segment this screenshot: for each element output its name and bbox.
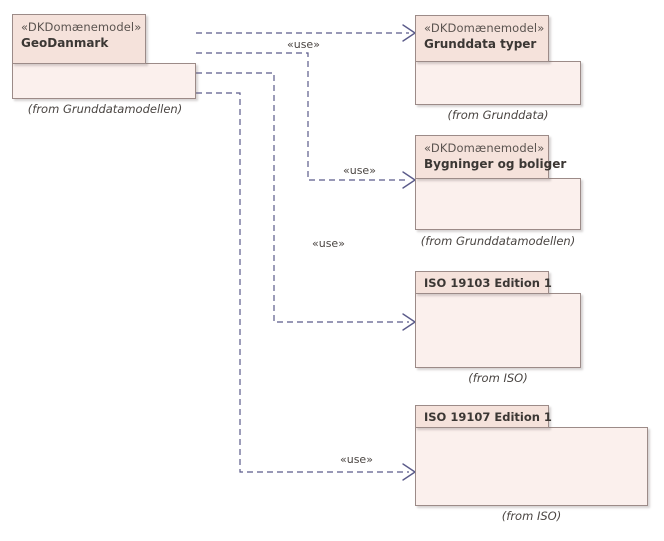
package-caption-geodanmark: (from Grunddatamodellen) — [27, 102, 183, 116]
package-stereotype-grunddata-typer: «DKDomænemodel» — [424, 21, 545, 35]
connector-use-geodanmark-bygninger[interactable] — [196, 52, 409, 181]
package-name-bygninger-og-boliger: Bygninger og boliger — [424, 157, 567, 171]
arrowhead-use-geodanmark-bygninger — [402, 171, 416, 189]
package-body-iso-19103[interactable] — [415, 293, 581, 368]
connector-use-geodanmark-iso19107[interactable] — [196, 92, 409, 473]
package-tab-iso-19103[interactable]: ISO 19103 Edition 1 — [415, 271, 552, 294]
connector-use-geodanmark-iso19103[interactable] — [196, 72, 409, 323]
package-caption-iso-19103: (from ISO) — [468, 371, 528, 385]
package-caption-grunddata-typer: (from Grunddata) — [447, 108, 549, 122]
package-stereotype-bygninger-og-boliger: «DKDomænemodel» — [424, 141, 545, 155]
package-name-iso-19107: ISO 19107 Edition 1 — [424, 410, 552, 424]
package-name-iso-19103: ISO 19103 Edition 1 — [424, 276, 552, 290]
package-body-bygninger-og-boliger[interactable] — [415, 178, 581, 230]
connector-label-use-geodanmark-bygninger: «use» — [343, 164, 376, 177]
connector-label-use-geodanmark-iso19103: «use» — [312, 237, 345, 250]
connector-label-use-geodanmark-grunddata-typer: «use» — [287, 38, 320, 51]
package-tab-iso-19107[interactable]: ISO 19107 Edition 1 — [415, 405, 552, 428]
package-body-grunddata-typer[interactable] — [415, 61, 581, 105]
connector-label-use-geodanmark-iso19107: «use» — [340, 453, 373, 466]
package-name-geodanmark: GeoDanmark — [21, 36, 109, 50]
package-tab-grunddata-typer[interactable]: «DKDomænemodel» Grunddata typer — [415, 15, 549, 62]
package-body-iso-19107[interactable] — [415, 427, 648, 506]
arrowhead-use-geodanmark-iso19103 — [402, 313, 416, 331]
arrowhead-use-geodanmark-iso19107 — [402, 463, 416, 481]
package-tab-geodanmark[interactable]: «DKDomænemodel» GeoDanmark — [12, 14, 146, 64]
package-caption-iso-19107: (from ISO) — [501, 509, 562, 523]
package-stereotype-geodanmark: «DKDomænemodel» — [21, 20, 142, 34]
package-body-geodanmark[interactable] — [12, 63, 196, 99]
arrowhead-use-geodanmark-grunddata-typer — [402, 24, 416, 42]
package-name-grunddata-typer: Grunddata typer — [424, 37, 537, 51]
package-caption-bygninger-og-boliger: (from Grunddatamodellen) — [420, 234, 576, 248]
package-tab-bygninger-og-boliger[interactable]: «DKDomænemodel» Bygninger og boliger — [415, 135, 566, 179]
